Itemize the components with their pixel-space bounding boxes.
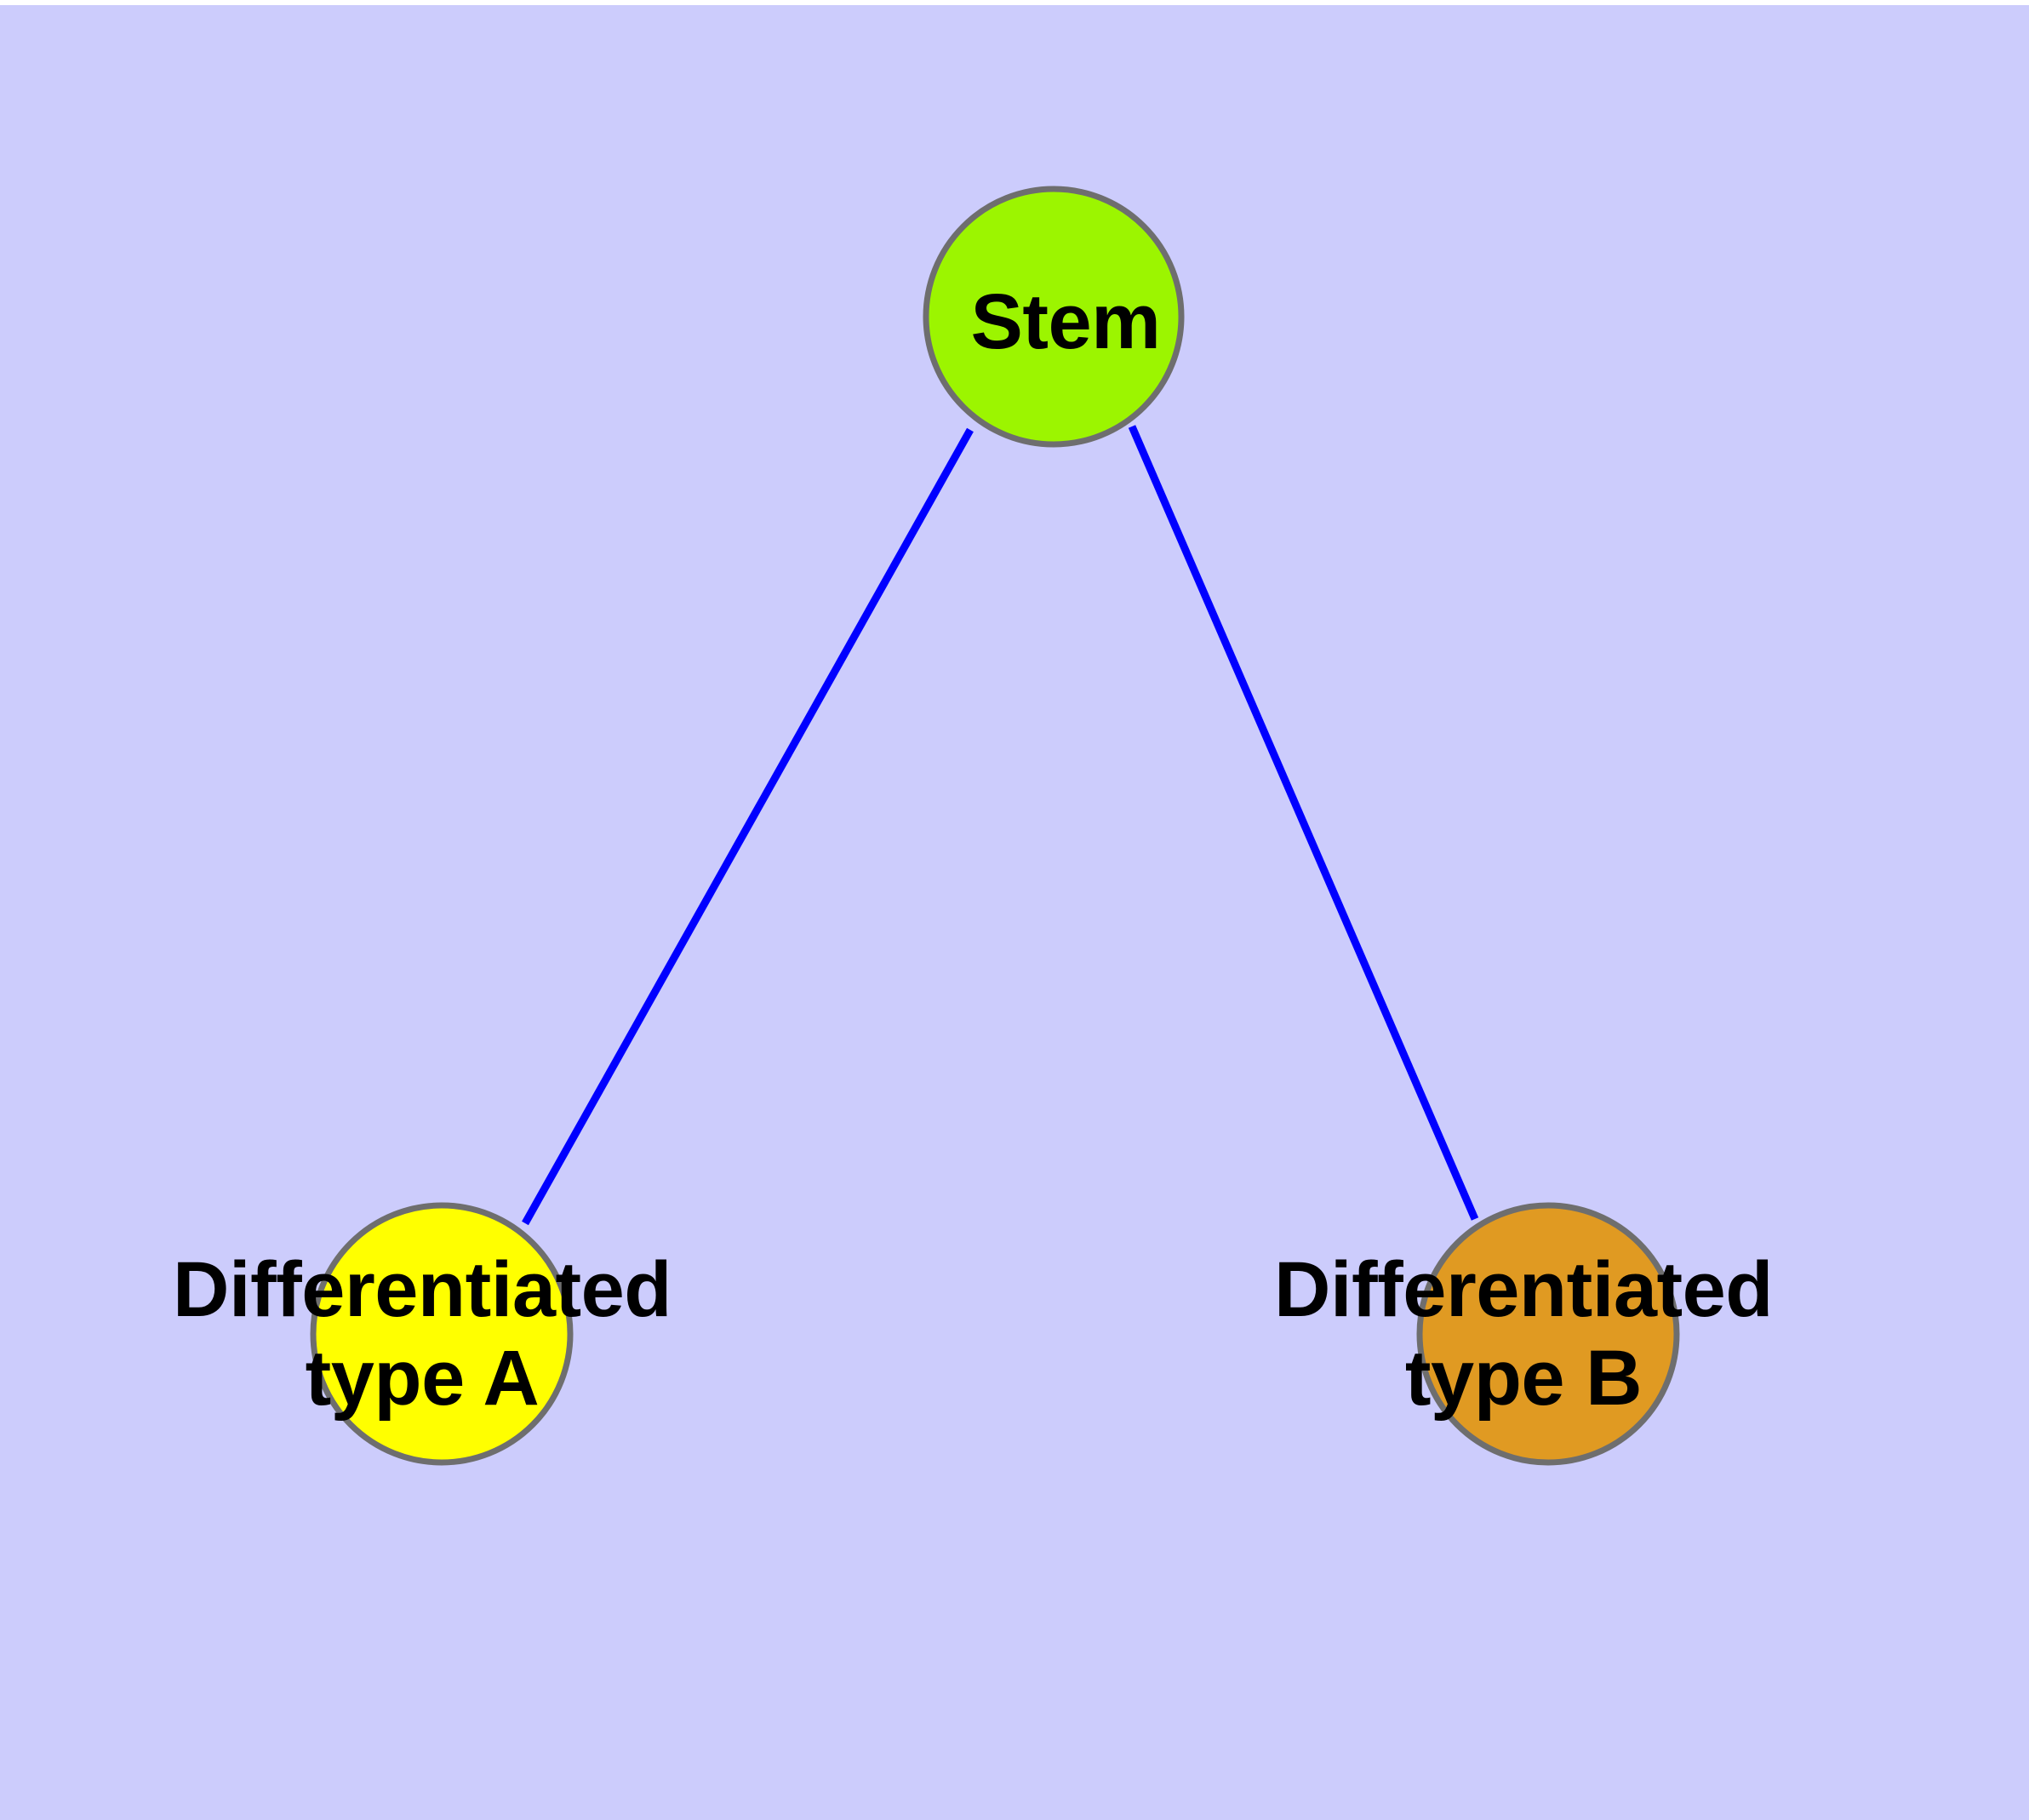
top-white-strip <box>0 0 2029 5</box>
edge-stem-to-diff-a[interactable] <box>522 427 974 1226</box>
node-layer <box>310 186 1680 1466</box>
node-diff-a-circle[interactable] <box>310 1202 574 1466</box>
node-diff-b-circle[interactable] <box>1416 1202 1680 1466</box>
node-stem-circle[interactable] <box>923 186 1185 448</box>
edge-stem-to-diff-b[interactable] <box>1128 425 1479 1221</box>
edge-layer <box>522 425 1479 1226</box>
